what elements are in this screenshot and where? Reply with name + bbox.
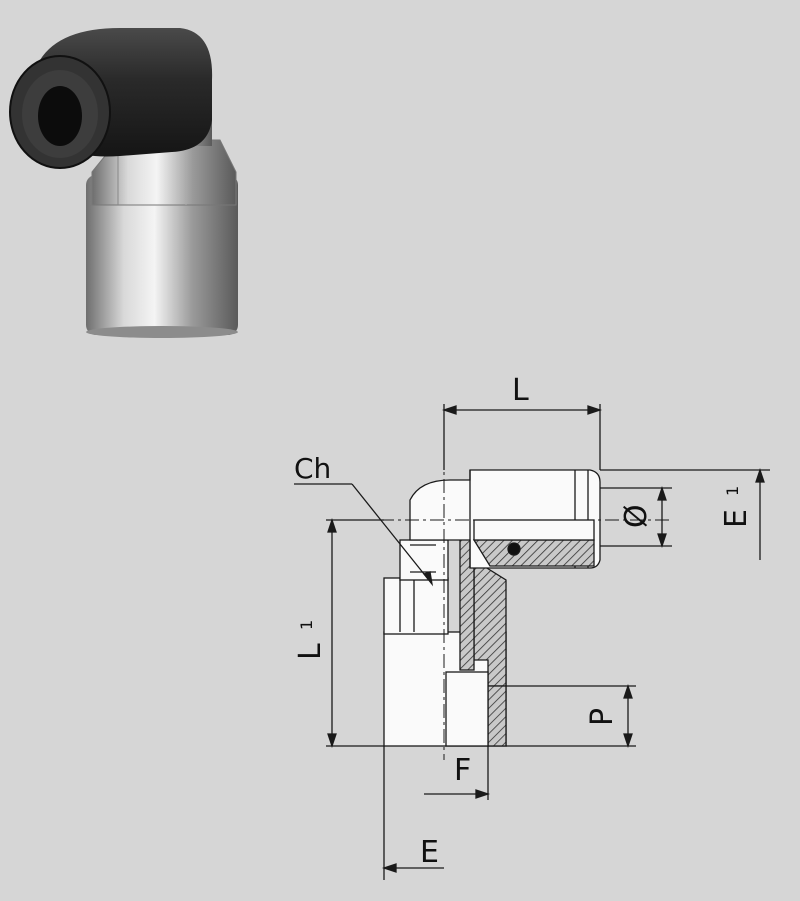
label-L: L <box>512 373 529 408</box>
lower-section-hatch-2 <box>487 685 507 747</box>
label-E1-sub: 1 <box>723 486 742 496</box>
section-drawing <box>294 404 770 880</box>
collet-bore <box>38 86 82 146</box>
label-F: F <box>454 753 471 788</box>
lower-thread-zone <box>383 577 449 635</box>
label-P: P <box>585 708 620 726</box>
label-Ch: Ch <box>294 452 331 485</box>
o-ring <box>507 542 521 556</box>
label-L1: L <box>293 643 328 660</box>
label-L1-sub: 1 <box>297 620 316 630</box>
label-E1: E <box>719 509 754 528</box>
label-diameter: Ø <box>619 504 654 528</box>
metal-sleeve <box>86 175 238 335</box>
label-E: E <box>420 835 439 870</box>
horizontal-section-hatch <box>472 539 595 567</box>
fitting-photo <box>9 28 238 338</box>
metal-sleeve-bottom <box>86 326 238 338</box>
